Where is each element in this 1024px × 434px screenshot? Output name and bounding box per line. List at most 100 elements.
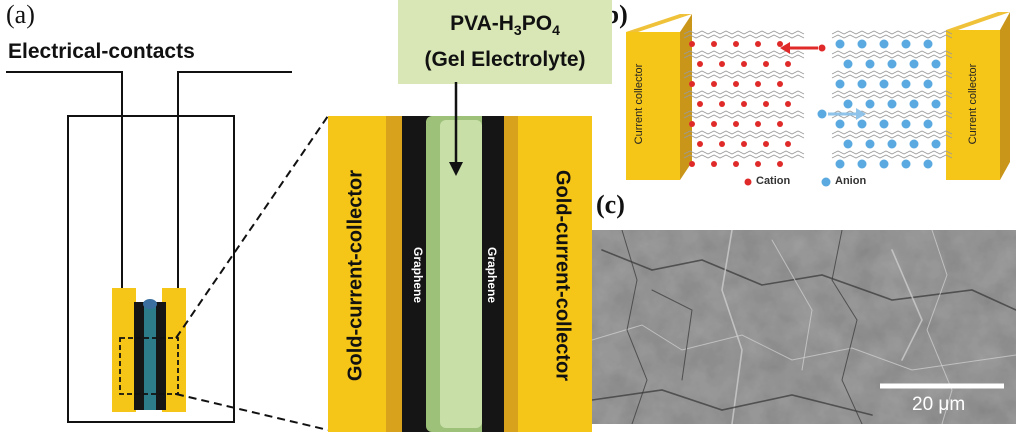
mini-gel-drop	[143, 299, 157, 309]
anion-moving	[817, 109, 827, 119]
wrinkle	[891, 249, 923, 361]
ion-dot	[763, 61, 769, 67]
gold-collector-left-label: Gold-current-collector	[344, 169, 367, 382]
ion-dot	[931, 99, 941, 109]
graphene-sheet	[831, 134, 953, 139]
ion-dot	[909, 139, 919, 149]
zoom-box	[119, 337, 179, 395]
graphene-sheet	[831, 70, 953, 75]
ion-dot	[689, 41, 695, 47]
ion-dot	[901, 159, 911, 169]
ion-dot	[923, 159, 933, 169]
ion-dot	[785, 101, 791, 107]
mini-gel	[144, 302, 156, 410]
device-sketch	[6, 71, 292, 423]
left-collector-label: Current collector	[633, 63, 645, 145]
ion-dot	[711, 121, 717, 127]
mini-graphene-left	[134, 302, 144, 410]
ion-dot	[887, 139, 897, 149]
wrinkle	[592, 324, 1016, 371]
ion-dot	[733, 81, 739, 87]
electrode-stack	[328, 116, 592, 432]
cation-arrowhead	[780, 42, 790, 54]
ion-dot	[741, 101, 747, 107]
gel-core	[440, 120, 482, 428]
ion-dot	[763, 141, 769, 147]
cations	[689, 41, 791, 167]
ion-dot	[931, 59, 941, 69]
gold-collector-right-bar	[518, 116, 592, 432]
right-collector-side	[1000, 12, 1010, 180]
right-collector-label: Current collector	[967, 63, 979, 145]
ion-dot	[777, 121, 783, 127]
graphene-right-label: Graphene	[485, 246, 499, 303]
ion-dot	[835, 159, 845, 169]
graphene-sheet	[831, 94, 953, 99]
ion-dot	[909, 99, 919, 109]
graphene-left-label: Graphene	[411, 246, 425, 303]
ion-dot	[923, 79, 933, 89]
ion-dot	[755, 161, 761, 167]
graphene-sheet	[831, 50, 953, 55]
ion-dot	[901, 119, 911, 129]
graphene-sheet	[683, 90, 805, 95]
ion-dot	[879, 39, 889, 49]
wrinkle	[651, 289, 693, 381]
cation-moving	[818, 44, 826, 52]
ion-dot	[857, 159, 867, 169]
right-collector-top	[946, 12, 1010, 30]
electrolyte-name: (Gel Electrolyte)	[424, 48, 586, 72]
ion-dot	[719, 61, 725, 67]
ion-dot	[865, 139, 875, 149]
graphene-sheet	[683, 134, 805, 139]
wrinkle	[621, 230, 648, 424]
ion-dot	[901, 39, 911, 49]
ion-dot	[887, 59, 897, 69]
left-collector-front	[626, 32, 680, 180]
wrinkle	[771, 239, 813, 371]
graphene-sheet	[683, 114, 805, 119]
graphene-sheet	[683, 54, 805, 59]
right-collector-front	[946, 30, 1000, 180]
ion-dot	[719, 141, 725, 147]
ion-dot	[689, 121, 695, 127]
contact-lead-left	[6, 71, 123, 292]
graphene-sheet	[831, 30, 953, 35]
ion-dot	[879, 159, 889, 169]
ion-dot	[865, 59, 875, 69]
wrinkle	[831, 230, 863, 424]
ion-dot	[697, 141, 703, 147]
ion-dot	[835, 119, 845, 129]
gold-collector-left-edge	[386, 116, 402, 432]
ion-dot	[689, 161, 695, 167]
gold-collector-left-bar	[328, 116, 396, 432]
graphene-sheet	[683, 110, 805, 115]
cation-legend-dot	[744, 178, 752, 186]
graphene-sheet	[683, 94, 805, 99]
ion-dot	[719, 101, 725, 107]
graphene-sheets-left	[683, 30, 805, 159]
graphene-sheet	[831, 150, 953, 155]
ion-dot	[711, 161, 717, 167]
anion-legend-dot	[821, 177, 831, 187]
ion-dot	[711, 81, 717, 87]
graphene-sheet	[831, 90, 953, 95]
ion-dot	[857, 79, 867, 89]
ion-dot	[755, 121, 761, 127]
electrolyte-formula: PVA-H3PO4	[450, 11, 560, 39]
graphene-sheet	[683, 70, 805, 75]
graphene-sheet	[683, 74, 805, 79]
ion-dot	[733, 161, 739, 167]
ion-dot	[697, 101, 703, 107]
graphene-right-bar	[482, 116, 504, 432]
ion-dot	[879, 79, 889, 89]
ion-dot	[755, 41, 761, 47]
ion-dot	[923, 119, 933, 129]
ion-dot	[777, 81, 783, 87]
graphene-sheet	[831, 54, 953, 59]
graphene-sheet	[683, 34, 805, 39]
ion-dot	[711, 41, 717, 47]
graphene-sheet	[683, 150, 805, 155]
sem-micrograph	[592, 230, 1016, 424]
electrolyte-label-box: PVA-H3PO4 (Gel Electrolyte)	[398, 0, 612, 84]
